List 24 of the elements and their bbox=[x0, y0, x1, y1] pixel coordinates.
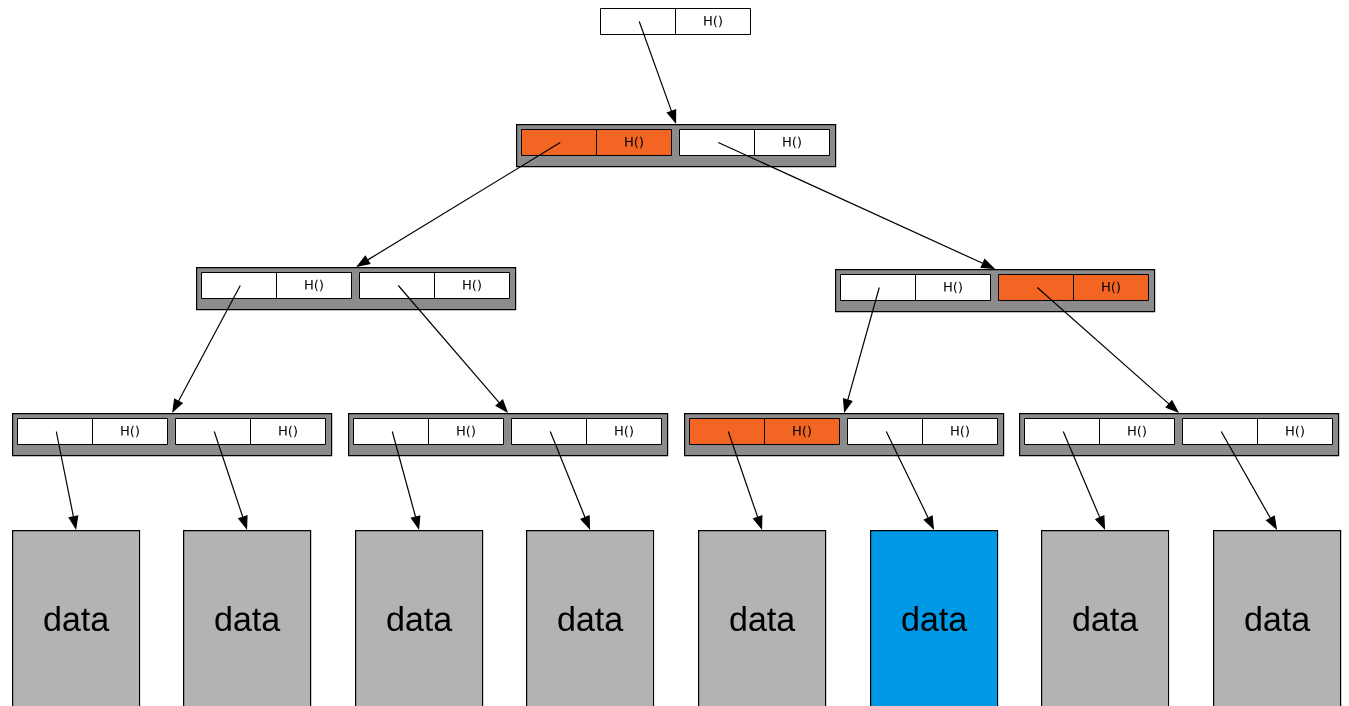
hash-pointer: H() bbox=[1024, 417, 1175, 446]
data-block: data bbox=[698, 530, 827, 706]
hash-pointer: H() bbox=[847, 417, 998, 446]
hash-pointer: H() bbox=[353, 417, 504, 446]
data-block: data bbox=[1041, 530, 1170, 706]
hash-pointer: H() bbox=[201, 271, 352, 300]
hash-pointer: H() bbox=[840, 273, 991, 302]
hash-pointer: H() bbox=[511, 417, 662, 446]
hash-pointer: H() bbox=[600, 7, 751, 36]
data-block: data bbox=[526, 530, 655, 706]
hash-pointer: H() bbox=[679, 128, 830, 157]
data-block: data bbox=[1213, 530, 1342, 706]
hash-pointer: H() bbox=[998, 273, 1149, 302]
hash-pointer: H() bbox=[1182, 417, 1333, 446]
hash-pointer: H() bbox=[17, 417, 168, 446]
hash-pointer: H() bbox=[689, 417, 840, 446]
data-block: data bbox=[355, 530, 484, 706]
data-block: data bbox=[870, 530, 999, 706]
arrow bbox=[172, 284, 241, 413]
hash-pointer: H() bbox=[521, 128, 672, 157]
hash-pointer: H() bbox=[359, 271, 510, 300]
data-block: data bbox=[183, 530, 312, 706]
hash-pointer: H() bbox=[175, 417, 326, 446]
data-block: data bbox=[12, 530, 141, 706]
